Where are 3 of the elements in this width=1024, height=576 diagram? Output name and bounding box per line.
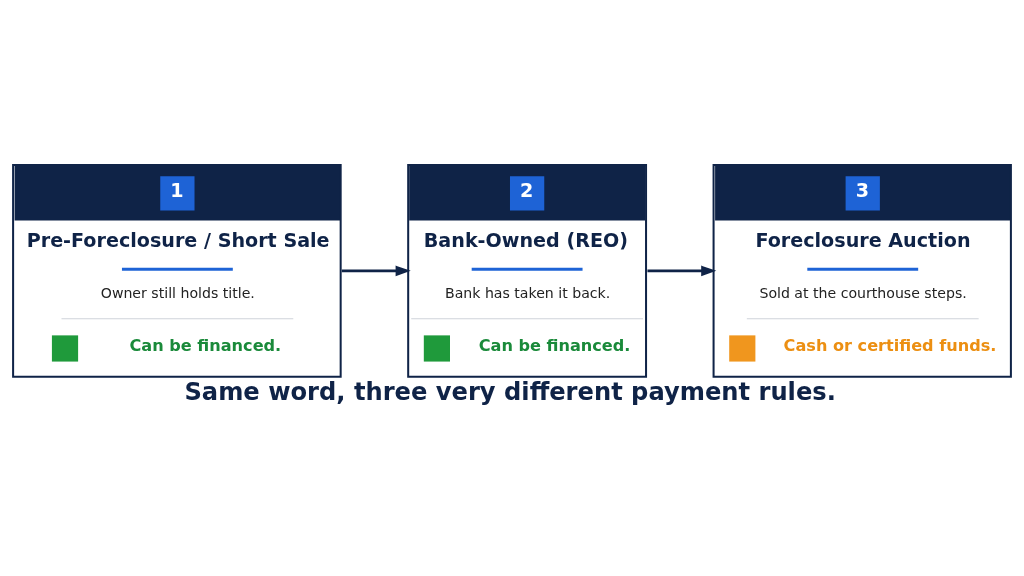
arrow [341, 265, 411, 277]
caption: Same word, three very different payment rules. [184, 378, 836, 407]
arrow [647, 265, 717, 277]
